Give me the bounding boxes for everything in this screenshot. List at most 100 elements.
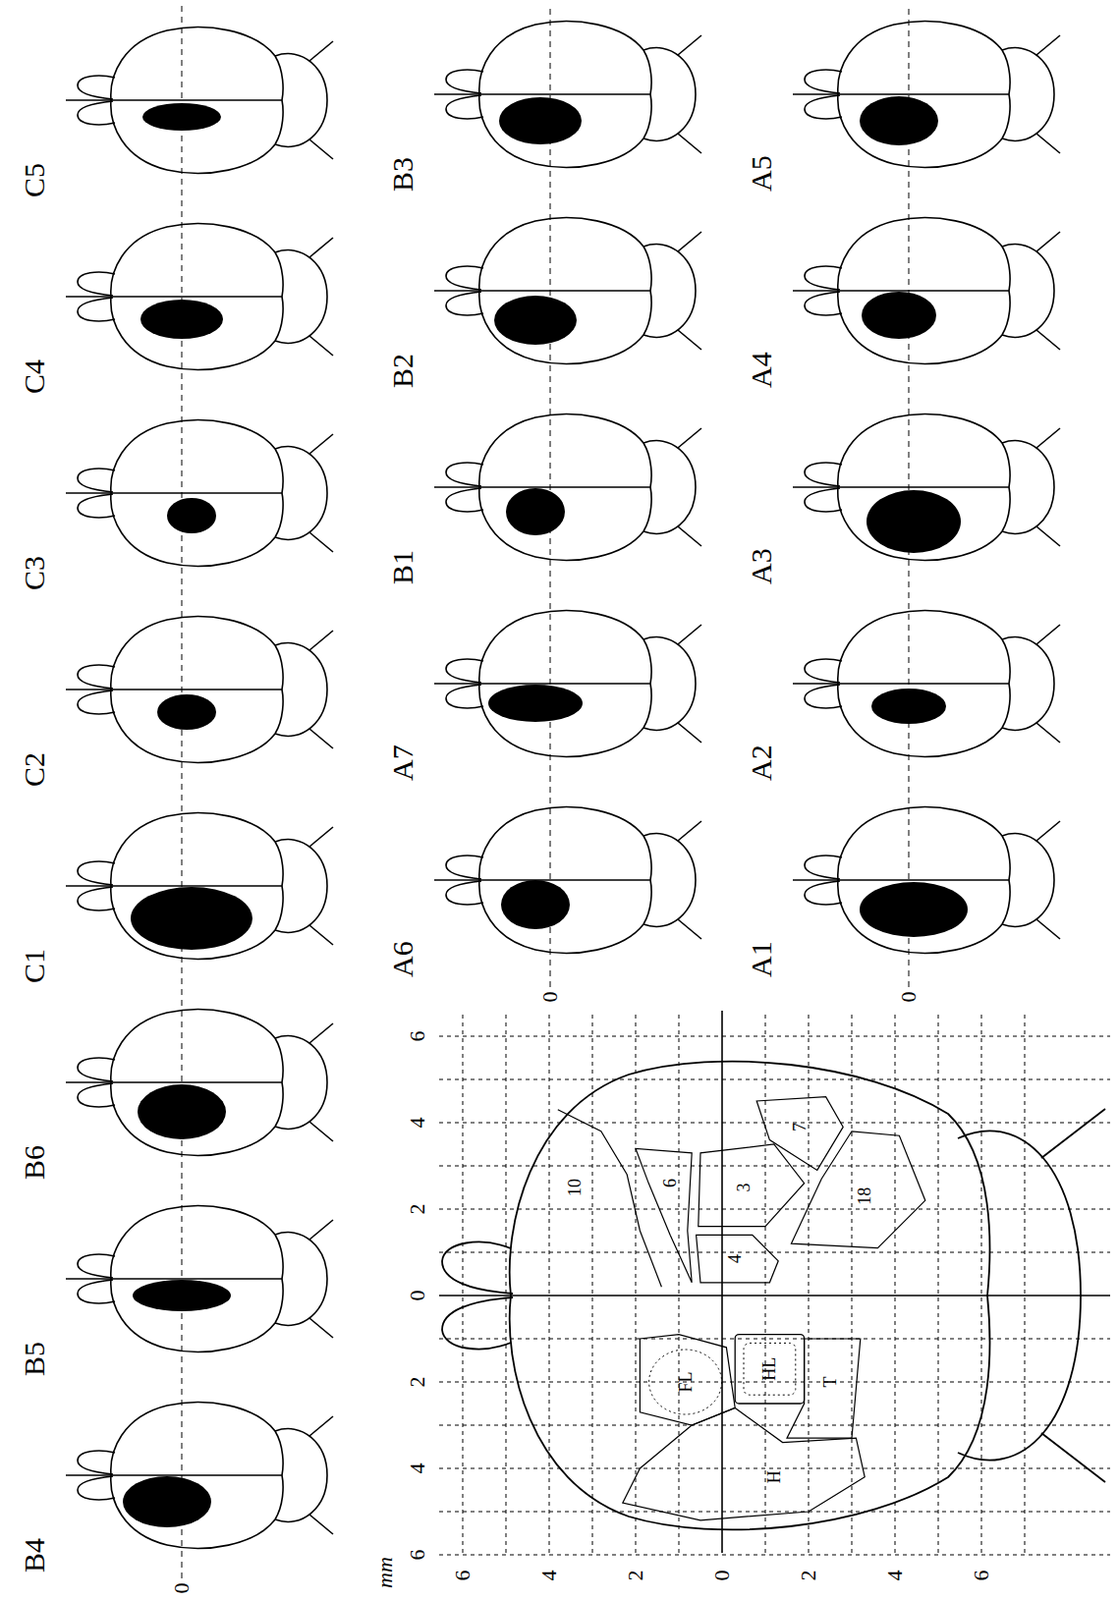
brain-thumbnail [792, 807, 1061, 954]
brain-outline [1036, 821, 1061, 841]
brain-outline [479, 414, 652, 488]
grid-line [439, 1555, 1111, 1557]
brain-outline [446, 69, 484, 94]
case-label: B4 [19, 1538, 50, 1573]
axis-tick: 2 [797, 1570, 820, 1582]
brain-outline [677, 821, 702, 841]
lesion-area [866, 490, 961, 554]
brain-outline [65, 1474, 282, 1477]
axis-tick: 0 [711, 1570, 733, 1582]
grid-line [439, 1339, 1111, 1341]
brain-outline [309, 827, 334, 847]
brain-thumbnail [65, 813, 334, 960]
axis-tick: 4 [538, 1570, 560, 1582]
grid-line [981, 1010, 983, 1554]
brain-outline [309, 1318, 334, 1339]
area-label: 6 [661, 1178, 679, 1188]
bregma-line [181, 3, 183, 1579]
brain-outline [804, 855, 842, 880]
brain-outline [1036, 723, 1061, 743]
brain-outline [309, 237, 334, 258]
lesion-area [130, 887, 253, 951]
brain-outline [1002, 834, 1055, 928]
area-outline [756, 1097, 843, 1172]
grid-line [439, 1079, 1111, 1081]
grid-line [439, 1166, 1111, 1168]
brainstem-line [1041, 1433, 1106, 1483]
brain-outline [434, 93, 651, 96]
brain-outline [77, 1280, 115, 1304]
case-label: B6 [19, 1145, 50, 1180]
case-label: A6 [388, 941, 418, 978]
brain-outline [111, 689, 283, 763]
brain-outline [65, 492, 282, 495]
brain-thumbnail [792, 21, 1061, 168]
grid-line [894, 1010, 896, 1554]
brain-thumbnail [65, 1206, 334, 1353]
case-label: B5 [19, 1341, 50, 1377]
brain-thumbnail [65, 27, 334, 174]
brain-outline [479, 21, 652, 95]
brain-outline [309, 532, 334, 553]
brain-outline [804, 69, 842, 94]
brain-outline [479, 94, 652, 168]
area-outline [639, 1335, 735, 1426]
area-label: 10 [565, 1178, 584, 1197]
brain-outline [65, 295, 282, 298]
axis-tick: 2 [406, 1204, 429, 1216]
brain-outline [838, 290, 1010, 364]
brain-thumbnail [792, 218, 1061, 365]
area-outline [790, 1131, 925, 1249]
area-label: T [821, 1377, 839, 1389]
brain-thumbnail [65, 1009, 334, 1157]
brain-outline [838, 880, 1010, 953]
case-label: A3 [746, 548, 777, 585]
brain-outline [677, 428, 702, 448]
brain-outline [111, 100, 283, 173]
brain-outline [838, 487, 1010, 560]
axis-tick: 4 [884, 1570, 906, 1582]
brain-outline [309, 335, 334, 356]
lesion-area [859, 882, 968, 938]
brain-outline [65, 688, 282, 691]
area-label: 4 [726, 1254, 744, 1264]
brain-outline [77, 1254, 115, 1279]
brain-outline [111, 420, 283, 494]
brain-outline [446, 488, 484, 512]
case-label: C2 [19, 752, 50, 787]
brain-outline [804, 881, 842, 905]
brain-outline [65, 99, 282, 102]
brain-thumbnail [792, 414, 1061, 561]
brain-outline [111, 616, 283, 690]
case-label: C4 [19, 359, 50, 394]
lesion-area [137, 1084, 226, 1140]
case-label: A4 [746, 351, 777, 389]
brain-outline [677, 330, 702, 350]
area-outline [622, 1407, 865, 1520]
brain-outline [838, 683, 1010, 757]
lesion-area [122, 1476, 212, 1528]
brain-outline [1036, 624, 1061, 645]
unit-label: mm [374, 1557, 396, 1589]
brain-outline [309, 630, 334, 651]
brain-outline [309, 1220, 334, 1240]
brain-outline [1002, 48, 1055, 142]
area-outline [558, 1110, 663, 1287]
area-label: HL [760, 1357, 779, 1382]
grid-line [439, 1122, 1111, 1124]
brainstem-line [1041, 1109, 1106, 1159]
brain-outline [77, 494, 115, 518]
grid-line [1024, 1010, 1026, 1554]
brain-outline [643, 441, 696, 535]
lesion-area [859, 96, 939, 146]
brain-outline [309, 434, 334, 454]
brain-outline [838, 94, 1010, 168]
brain-outline [479, 683, 652, 757]
axis-tick: 2 [624, 1570, 647, 1582]
brain-outline [275, 1429, 328, 1523]
brain-outline [309, 139, 334, 160]
brain-outline [275, 54, 328, 148]
brain-outline [804, 462, 842, 487]
brain-outline [275, 643, 328, 737]
brain-outline [1036, 330, 1061, 350]
